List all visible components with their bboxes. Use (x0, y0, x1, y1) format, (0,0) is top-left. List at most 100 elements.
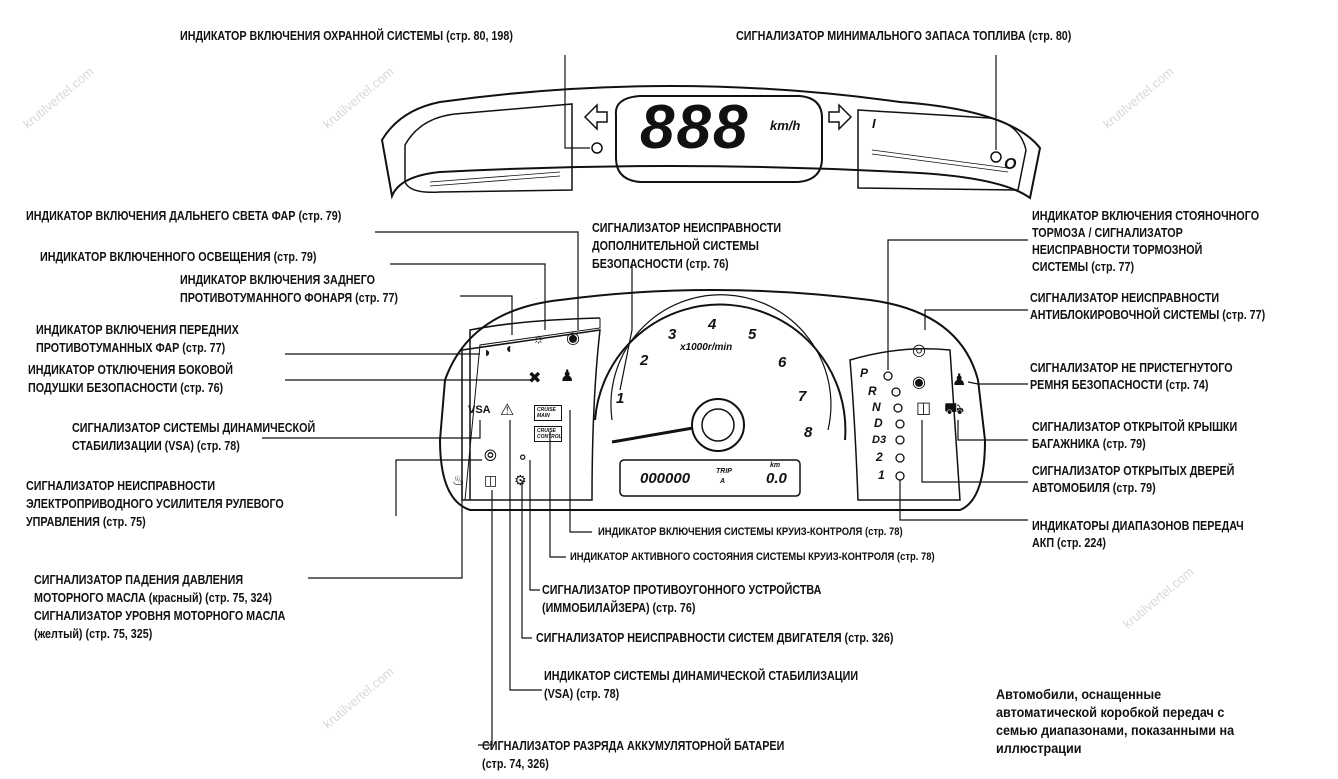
side-airbag-off-icon: ✖ (528, 370, 542, 387)
speed-unit: km/h (770, 118, 801, 133)
label-trunk-2: БАГАЖНИКА (стр. 79) (1032, 437, 1146, 451)
label-seatbelt-2: РЕМНЯ БЕЗОПАСНОСТИ (стр. 74) (1030, 378, 1209, 392)
front-fog-icon: ◑ (482, 344, 491, 360)
security-indicator-icon (591, 142, 603, 154)
label-parking-brake-3: НЕИСПРАВНОСТИ ТОРМОЗНОЙ (1032, 243, 1203, 257)
gear-n: N (872, 400, 881, 414)
vsa-warning-text: VSA (468, 404, 491, 416)
label-parking-brake-2: ТОРМОЗА / СИГНАЛИЗАТОР (1032, 226, 1183, 240)
label-doors-2: АВТОМОБИЛЯ (стр. 79) (1032, 481, 1156, 495)
label-gear-range-2: АКП (стр. 224) (1032, 536, 1106, 550)
label-low-fuel: СИГНАЛИЗАТОР МИНИМАЛЬНОГО ЗАПАСА ТОПЛИВА… (736, 29, 1072, 43)
temperature-bargraph (429, 171, 561, 187)
label-parking-brake-4: СИСТЕМЫ (стр. 77) (1032, 260, 1135, 274)
srs-icon: ♟ (560, 368, 575, 385)
abs-icon: ◎ (912, 342, 926, 359)
high-beam-icon: ◉ (566, 330, 580, 347)
door-open-icon: ◫ (916, 400, 932, 417)
eps-icon: ⦾ (484, 448, 497, 465)
label-vsa-indicator-2: (VSA) (стр. 78) (544, 687, 620, 701)
label-battery-1: СИГНАЛИЗАТОР РАЗРЯДА АККУМУЛЯТОРНОЙ БАТА… (482, 739, 785, 753)
battery-icon: ◫ (484, 472, 498, 488)
left-turn-arrow-icon (583, 103, 608, 131)
lights-on-icon: ☼ (532, 330, 545, 346)
tachometer-hub (691, 398, 745, 452)
label-lights-on: ИНДИКАТОР ВКЛЮЧЕННОГО ОСВЕЩЕНИЯ (стр. 79… (40, 250, 317, 264)
gear-r: R (868, 384, 877, 398)
label-srs-2: ДОПОЛНИТЕЛЬНОЙ СИСТЕМЫ (592, 239, 759, 253)
tach-number-8: 8 (804, 424, 813, 441)
left-warning-panel (461, 329, 601, 501)
tach-number-3: 3 (668, 326, 677, 343)
label-side-airbag-1: ИНДИКАТОР ОТКЛЮЧЕНИЯ БОКОВОЙ (28, 363, 233, 377)
check-engine-icon: ⚙ (514, 472, 527, 488)
vsa-indicator-icon: ⚠ (500, 402, 515, 419)
fuel-full-mark: I (872, 116, 876, 131)
label-front-fog-1: ИНДИКАТОР ВКЛЮЧЕНИЯ ПЕРЕДНИХ (36, 323, 239, 337)
trip-unit: km (770, 462, 781, 469)
label-cruise-active: ИНДИКАТОР АКТИВНОГО СОСТОЯНИЯ СИСТЕМЫ КР… (570, 551, 935, 563)
tachometer-ring (594, 303, 847, 441)
label-cruise-on: ИНДИКАТОР ВКЛЮЧЕНИЯ СИСТЕМЫ КРУИЗ-КОНТРО… (598, 526, 903, 538)
label-parking-brake-1: ИНДИКАТОР ВКЛЮЧЕНИЯ СТОЯНОЧНОГО (1032, 209, 1260, 223)
speed-digits: 888 (640, 93, 750, 162)
label-srs-3: БЕЗОПАСНОСТИ (стр. 76) (592, 257, 729, 271)
label-eps-1: СИГНАЛИЗАТОР НЕИСПРАВНОСТИ (26, 479, 216, 493)
label-doors-1: СИГНАЛИЗАТОР ОТКРЫТЫХ ДВЕРЕЙ (1032, 464, 1235, 478)
label-rear-fog-2: ПРОТИВОТУМАННОГО ФОНАРЯ (стр. 77) (180, 291, 399, 305)
label-trunk-1: СИГНАЛИЗАТОР ОТКРЫТОЙ КРЫШКИ (1032, 420, 1238, 434)
label-security-indicator: ИНДИКАТОР ВКЛЮЧЕНИЯ ОХРАННОЙ СИСТЕМЫ (ст… (180, 29, 513, 43)
note-line-1: Автомобили, оснащенные (996, 686, 1162, 702)
label-vsa-system-2: СТАБИЛИЗАЦИИ (VSA) (стр. 78) (72, 439, 240, 453)
tach-number-7: 7 (798, 388, 807, 405)
right-turn-arrow-icon (828, 103, 853, 131)
note-line-2: автоматической коробкой передач с (996, 704, 1225, 720)
tach-number-1: 1 (616, 390, 625, 407)
label-srs-1: СИГНАЛИЗАТОР НЕИСПРАВНОСТИ (592, 221, 782, 235)
speedometer-display (614, 95, 823, 183)
label-oil-2: МОТОРНОГО МАСЛА (красный) (стр. 75, 324) (34, 591, 272, 605)
gear-indicator-lights (883, 371, 905, 481)
oil-pressure-icon: ♨ (452, 472, 465, 488)
note-line-4: иллюстрации (996, 740, 1082, 756)
label-eps-2: ЭЛЕКТРОПРИВОДНОГО УСИЛИТЕЛЯ РУЛЕВОГО (26, 497, 284, 511)
label-battery-2: (стр. 74, 326) (482, 757, 549, 771)
low-fuel-indicator-icon (990, 151, 1002, 163)
trip-value: 0.0 (766, 470, 787, 487)
tachometer-unit: x1000r/min (680, 342, 733, 353)
gear-d3: D3 (872, 434, 887, 446)
label-seatbelt-1: СИГНАЛИЗАТОР НЕ ПРИСТЕГНУТОГО (1030, 361, 1233, 375)
note-line-3: семью диапазонами, показанными на (996, 722, 1235, 738)
label-oil-4: (желтый) (стр. 75, 325) (34, 627, 153, 641)
gear-2: 2 (876, 450, 883, 464)
right-gear-panel (849, 348, 961, 501)
label-eps-3: УПРАВЛЕНИЯ (стр. 75) (26, 515, 146, 529)
label-immobilizer-2: (ИММОБИЛАЙЗЕРА) (стр. 76) (542, 601, 696, 615)
label-rear-fog-1: ИНДИКАТОР ВКЛЮЧЕНИЯ ЗАДНЕГО (180, 273, 376, 287)
trip-sub: A (720, 478, 726, 485)
label-gear-range-1: ИНДИКАТОРЫ ДИАПАЗОНОВ ПЕРЕДАЧ (1032, 519, 1244, 533)
tach-number-2: 2 (640, 352, 649, 369)
gear-1: 1 (878, 468, 885, 482)
fuel-bargraph (871, 149, 1009, 173)
label-abs-2: АНТИБЛОКИРОВОЧНОЙ СИСТЕМЫ (стр. 77) (1030, 308, 1266, 322)
cruise-main-badge: CRUISE MAIN (534, 405, 562, 421)
label-immobilizer-1: СИГНАЛИЗАТОР ПРОТИВОУГОННОГО УСТРОЙСТВА (542, 583, 822, 597)
seatbelt-icon: ♟ (952, 372, 967, 389)
cruise-control-badge: CRUISE CONTROL (534, 426, 562, 442)
label-front-fog-2: ПРОТИВОТУМАННЫХ ФАР (стр. 77) (36, 341, 226, 355)
upper-display-housing (380, 85, 1042, 200)
label-oil-3: СИГНАЛИЗАТОР УРОВНЯ МОТОРНОГО МАСЛА (34, 609, 286, 623)
tach-number-5: 5 (748, 326, 757, 343)
label-high-beam: ИНДИКАТОР ВКЛЮЧЕНИЯ ДАЛЬНЕГО СВЕТА ФАР (… (26, 209, 342, 223)
rear-fog-icon: ◐ (506, 340, 515, 356)
odometer-lcd (619, 459, 801, 497)
label-oil-1: СИГНАЛИЗАТОР ПАДЕНИЯ ДАВЛЕНИЯ (34, 573, 244, 587)
label-vsa-indicator-1: ИНДИКАТОР СИСТЕМЫ ДИНАМИЧЕСКОЙ СТАБИЛИЗА… (544, 669, 859, 683)
label-engine: СИГНАЛИЗАТОР НЕИСПРАВНОСТИ СИСТЕМ ДВИГАТ… (536, 631, 894, 645)
trunk-open-icon: ⛟ (944, 401, 965, 418)
odometer-value: 000000 (640, 470, 691, 487)
gear-d: D (874, 416, 883, 430)
immobilizer-icon: ⚬ (516, 450, 530, 467)
